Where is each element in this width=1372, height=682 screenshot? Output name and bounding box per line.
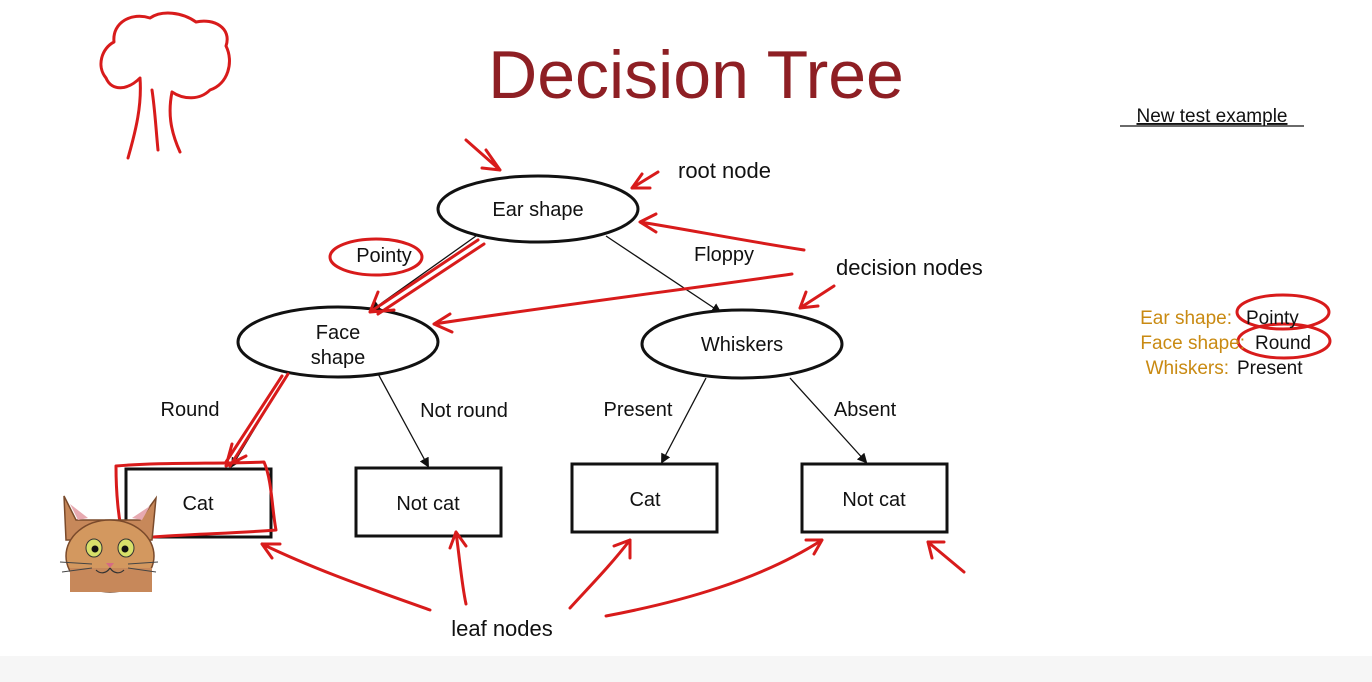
red-pen-annotations	[114, 138, 1332, 618]
feature-face-shape-label: Face shape:	[1140, 333, 1245, 354]
tree-doodle-icon	[99, 11, 231, 160]
video-bottom-band	[0, 656, 1372, 682]
annotation-decision-nodes: decision nodes	[836, 255, 983, 280]
feature-whiskers-label: Whiskers:	[1146, 358, 1229, 379]
leaf-node-3: Cat	[570, 462, 719, 534]
face-shape-label-line1: Face	[316, 322, 360, 344]
edge-label-round: Round	[161, 399, 220, 421]
leaf-node-4: Not cat	[800, 462, 949, 534]
edge-label-present: Present	[604, 399, 673, 421]
edge-present	[661, 377, 707, 464]
edge-label-pointy: Pointy	[356, 245, 412, 267]
edge-label-absent: Absent	[834, 399, 897, 421]
leaf-3-label: Cat	[629, 489, 661, 511]
leaf-2-label: Not cat	[396, 493, 460, 515]
root-node-label: Ear shape	[492, 199, 583, 221]
edge-floppy	[605, 235, 722, 314]
decision-node-whiskers: Whiskers	[640, 308, 844, 380]
page-title: Decision Tree	[488, 37, 904, 113]
leaf-node-2: Not cat	[354, 466, 503, 538]
edge-absent	[789, 377, 868, 464]
test-example-heading: New test example	[1136, 106, 1287, 127]
test-example-panel: New test example Ear shape: Pointy Face …	[1120, 106, 1311, 379]
whiskers-label: Whiskers	[701, 334, 783, 356]
annotation-root-node: root node	[678, 158, 771, 183]
annotation-leaf-nodes: leaf nodes	[451, 616, 553, 641]
root-node: Ear shape	[436, 174, 640, 244]
edge-label-floppy: Floppy	[694, 244, 754, 266]
feature-ear-shape-label: Ear shape:	[1140, 308, 1232, 329]
face-shape-label-line2: shape	[311, 347, 366, 369]
decision-node-face-shape: Face shape	[236, 305, 440, 379]
cat-face-icon	[59, 495, 159, 593]
edge-label-not-round: Not round	[420, 400, 508, 422]
feature-ear-shape-value: Pointy	[1246, 308, 1299, 329]
feature-face-shape-value: Round	[1255, 333, 1311, 354]
leaf-1-label: Cat	[182, 493, 214, 515]
leaf-4-label: Not cat	[842, 489, 906, 511]
edge-not-round	[375, 369, 429, 468]
feature-whiskers-value: Present	[1237, 358, 1303, 379]
